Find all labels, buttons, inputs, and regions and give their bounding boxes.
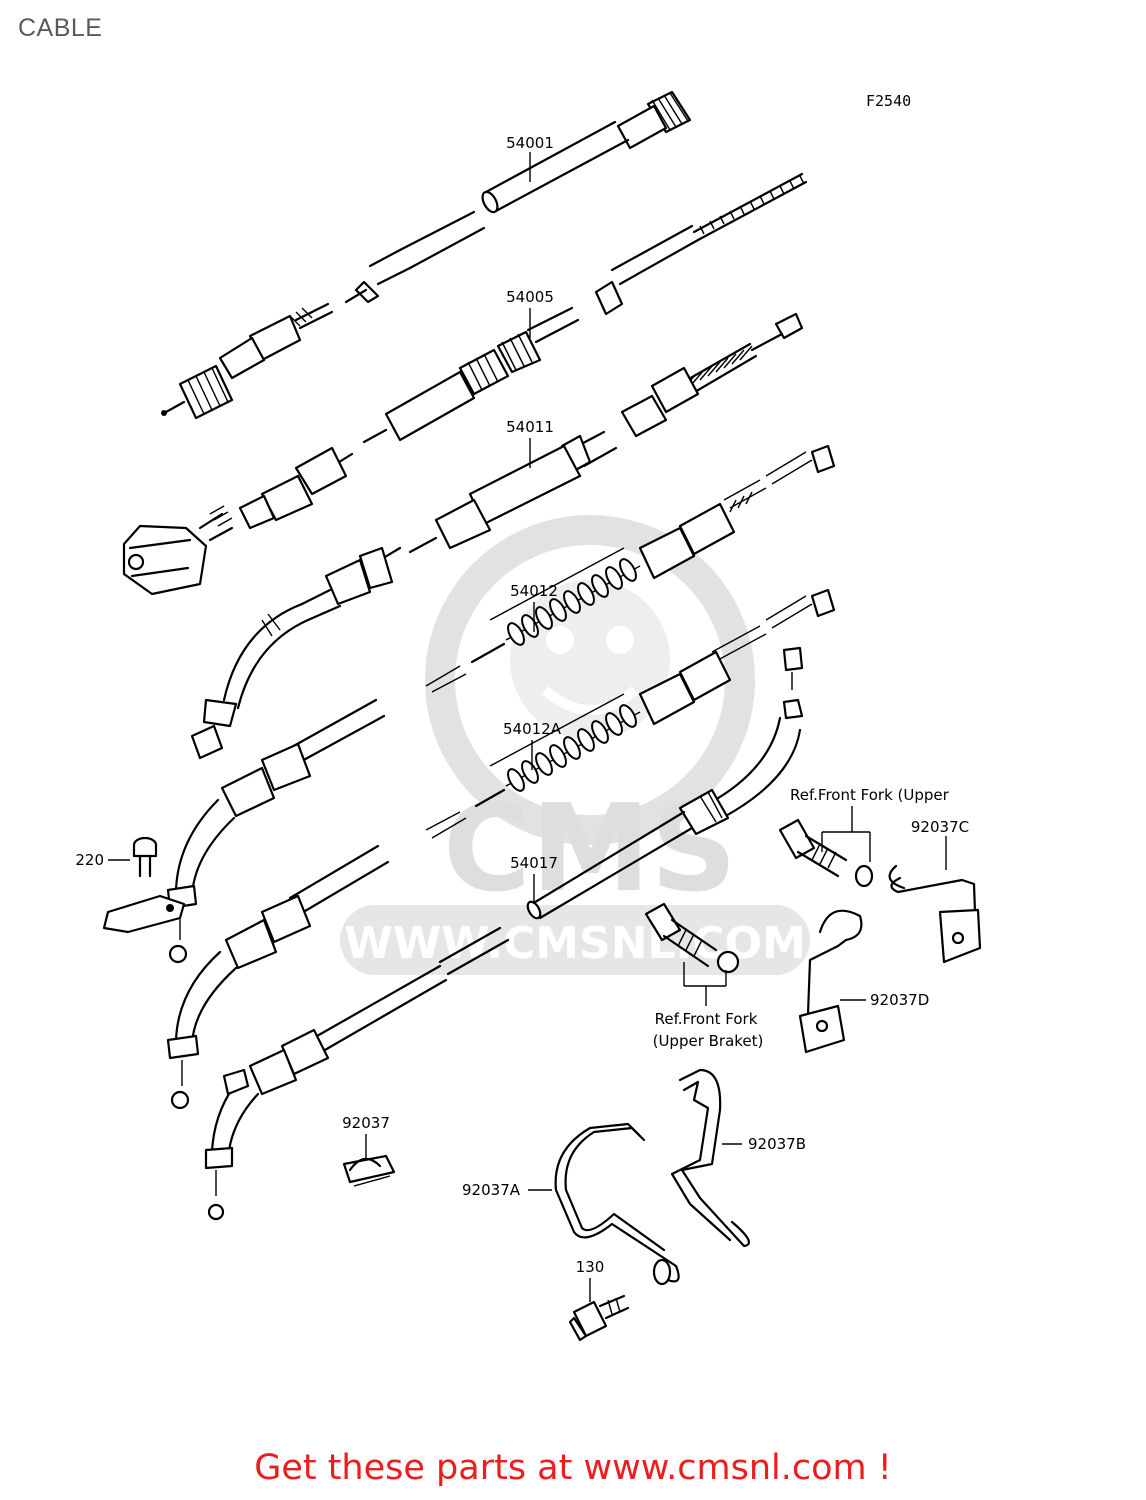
callout-220: 220	[75, 851, 104, 869]
footer-banner[interactable]: Get these parts at www.cmsnl.com !	[254, 1448, 892, 1488]
callout-92037D: 92037D	[870, 991, 929, 1009]
clamp-92037B	[670, 1068, 750, 1248]
bolt-upper	[778, 818, 874, 888]
cable-54001	[161, 90, 692, 420]
page-title: CABLE	[18, 14, 103, 42]
cable-54005	[362, 172, 808, 444]
callout-92037A: 92037A	[462, 1181, 521, 1199]
callout-54017: 54017	[510, 854, 558, 872]
cable-54017	[204, 646, 804, 1221]
bolt-130	[568, 1294, 630, 1342]
cable-54011	[122, 312, 804, 596]
callout-54005: 54005	[506, 288, 554, 306]
screw-220	[132, 836, 158, 878]
callout-92037: 92037	[342, 1114, 390, 1132]
callout-54011: 54011	[506, 418, 554, 436]
cable-54012	[102, 444, 836, 964]
clamp-92037D	[798, 909, 863, 1054]
figure-code: F2540	[866, 92, 911, 110]
leader-lines	[108, 152, 947, 1302]
cable-54011-hose	[190, 546, 402, 760]
clamp-92037	[342, 1154, 396, 1187]
callout-130: 130	[576, 1258, 605, 1276]
callout-54012A: 54012A	[503, 720, 562, 738]
note-ref-front-fork-upper: Ref.Front Fork (Upper	[790, 786, 950, 804]
clamp-92037C	[888, 864, 982, 964]
bolt-bracket	[644, 902, 740, 974]
clamp-92037A	[554, 1122, 680, 1286]
note-ref-front-fork: Ref.Front Fork	[655, 1010, 758, 1028]
callout-54001: 54001	[506, 134, 554, 152]
callout-54012: 54012	[510, 582, 558, 600]
cable-54012A	[166, 588, 836, 1110]
callout-92037C: 92037C	[911, 818, 969, 836]
note-upper-braket: (Upper Braket)	[653, 1032, 764, 1050]
callout-92037B: 92037B	[748, 1135, 806, 1153]
